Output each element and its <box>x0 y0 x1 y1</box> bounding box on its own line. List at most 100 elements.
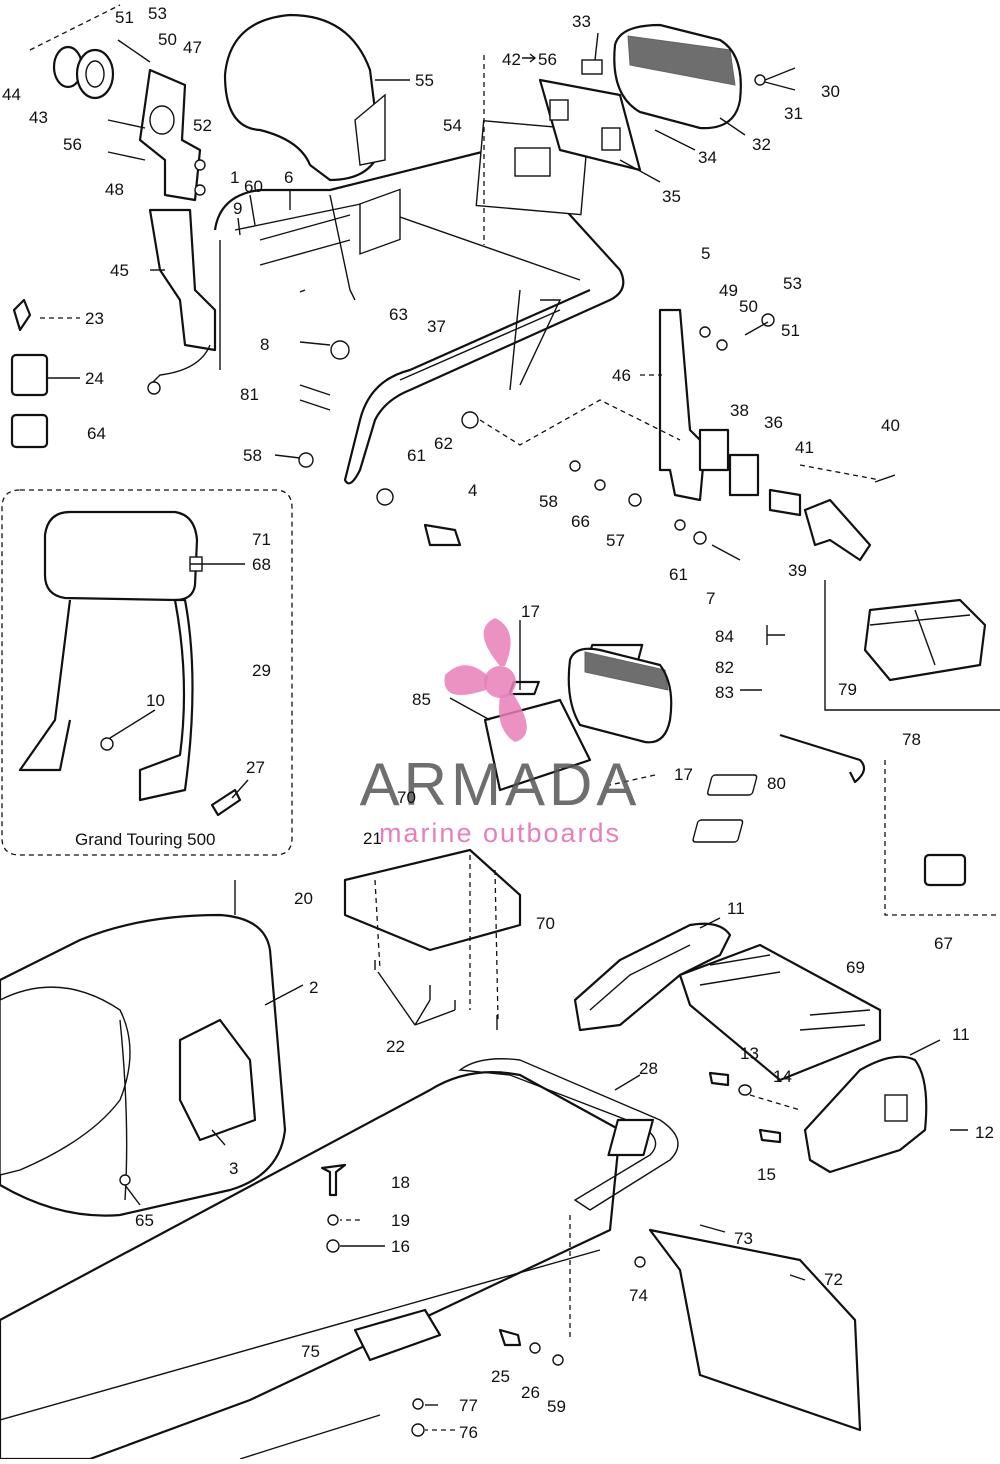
callout-9: 9 <box>233 199 242 218</box>
callout-5: 5 <box>701 244 710 263</box>
propeller-hub-icon <box>484 666 516 698</box>
tail-light-bracket-assembly <box>29 4 217 395</box>
screw-part-15 <box>758 1128 782 1144</box>
callout-67: 67 <box>934 934 953 953</box>
callout-83: 83 <box>715 683 734 702</box>
bracket-part-47 <box>138 68 202 202</box>
callout-48: 48 <box>105 180 124 199</box>
callout-3: 3 <box>229 1159 238 1178</box>
callout-77: 77 <box>459 1396 478 1415</box>
knob-part-41 <box>768 488 802 517</box>
callout-29: 29 <box>252 661 271 680</box>
arrow-icon <box>522 53 537 63</box>
callout-26: 26 <box>521 1383 540 1402</box>
nut-part-74 <box>634 1256 646 1268</box>
callout-28: 28 <box>639 1059 658 1078</box>
callout-53b: 53 <box>783 274 802 293</box>
callout-59: 59 <box>547 1397 566 1416</box>
callout-49: 49 <box>719 281 738 300</box>
backrest-part-29 <box>43 510 199 602</box>
callout-1: 1 <box>230 168 239 187</box>
callout-35: 35 <box>662 187 681 206</box>
callout-79: 79 <box>838 680 857 699</box>
callout-85: 85 <box>412 690 431 709</box>
callout-13: 13 <box>740 1044 759 1063</box>
callout-72: 72 <box>824 1270 843 1289</box>
callout-55: 55 <box>415 71 434 90</box>
callout-18: 18 <box>391 1173 410 1192</box>
callout-34: 34 <box>698 148 717 167</box>
callout-36: 36 <box>764 413 783 432</box>
callout-10: 10 <box>146 691 165 710</box>
callout-50a: 50 <box>158 30 177 49</box>
callout-15: 15 <box>757 1165 776 1184</box>
propeller-blade-icon <box>483 618 511 666</box>
washer-part-26 <box>529 1342 541 1354</box>
taillight-assembly <box>538 23 796 172</box>
callout-64: 64 <box>87 424 106 443</box>
callout-60: 60 <box>244 177 263 196</box>
watermark-title: ARMADA <box>360 751 641 818</box>
callout-61a: 61 <box>407 446 426 465</box>
callout-58a: 58 <box>243 446 262 465</box>
side-cover-part-11b <box>803 1055 928 1174</box>
callout-56a: 56 <box>63 135 82 154</box>
washer-part-77 <box>412 1398 424 1410</box>
callout-23: 23 <box>85 309 104 328</box>
callout-42-ref-56: 42 56 <box>502 50 557 69</box>
callout-12: 12 <box>975 1123 994 1142</box>
leader-lines <box>40 32 968 1431</box>
storage-bag-part-79 <box>863 598 987 682</box>
watermark-subtitle: marine outboards <box>379 818 621 848</box>
callout-6: 6 <box>284 168 293 187</box>
bolt-part-18 <box>320 1163 347 1197</box>
callout-70b: 70 <box>536 914 555 933</box>
armada-watermark: ARMADA marine outboards <box>360 618 641 848</box>
snow-flap-part-72 <box>648 1228 862 1432</box>
callout-81: 81 <box>240 385 259 404</box>
inset-title: Grand Touring 500 <box>75 830 216 849</box>
callout-71: 71 <box>252 530 271 549</box>
seat-part-1 <box>0 913 287 1217</box>
callout-78: 78 <box>902 730 921 749</box>
callout-14: 14 <box>773 1067 792 1086</box>
callout-45: 45 <box>110 261 129 280</box>
callout-44: 44 <box>2 85 21 104</box>
hitch-bracket-assembly <box>479 308 896 562</box>
rear-cover-part-69 <box>678 943 882 1082</box>
latch-part-39 <box>803 498 872 562</box>
washer-part-19 <box>327 1214 339 1226</box>
grand-touring-inset: Grand Touring 500 <box>1 489 293 856</box>
callout-50b: 50 <box>739 297 758 316</box>
callout-11a: 11 <box>727 899 745 918</box>
reflector-part-12 <box>607 1118 655 1157</box>
callout-39: 39 <box>788 561 807 580</box>
clip-part-23 <box>12 298 32 332</box>
callout-40: 40 <box>881 416 900 435</box>
callout-51b: 51 <box>781 321 800 340</box>
bracket-part-45 <box>148 208 217 352</box>
callout-30: 30 <box>821 82 840 101</box>
pad-part-75 <box>353 1308 442 1362</box>
tunnel-part-28 <box>0 1058 679 1461</box>
cover-patch-part-3 <box>178 1018 257 1142</box>
callout-38: 38 <box>730 401 749 420</box>
callout-70a: 70 <box>397 788 416 807</box>
bracket-part-46 <box>658 308 707 502</box>
callout-41: 41 <box>795 438 814 457</box>
callout-66: 66 <box>571 512 590 531</box>
callout-32: 32 <box>752 135 771 154</box>
callout-58b: 58 <box>539 492 558 511</box>
callout-73: 73 <box>734 1229 753 1248</box>
bolt-part-25 <box>498 1328 522 1347</box>
connector-part-24 <box>10 353 49 397</box>
callout-16: 16 <box>391 1237 410 1256</box>
callout-51a: 51 <box>115 8 134 27</box>
callout-20: 20 <box>294 889 313 908</box>
callout-27: 27 <box>246 758 265 777</box>
strap-part-80 <box>779 733 866 784</box>
callout-84: 84 <box>715 627 734 646</box>
callout-75: 75 <box>301 1342 320 1361</box>
callout-76: 76 <box>459 1423 478 1442</box>
